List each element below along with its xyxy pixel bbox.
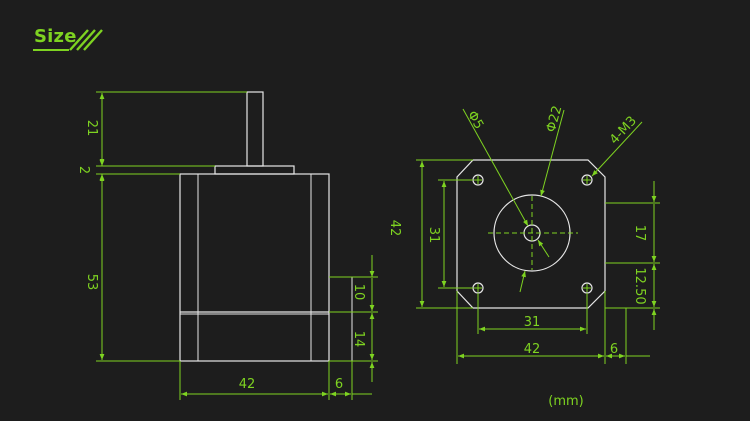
side-view: 21 2 53 10 14 42 6 (76, 91, 378, 400)
section-title: Size (34, 26, 77, 47)
label-connector-upper: 10 (351, 284, 366, 301)
label-hole-spacing-h: 31 (524, 315, 541, 330)
label-offset-upper: 17 (632, 225, 647, 242)
leader-phi5 (462, 108, 529, 227)
front-face-outline (456, 159, 606, 309)
units-label: (mm) (548, 394, 583, 409)
front-view: Φ5 Φ22 4-M3 42 31 31 42 6 17 12.50 (mm) (387, 104, 660, 409)
leader-phi22 (540, 109, 565, 197)
label-body-height: 42 (387, 220, 402, 237)
mounting-flange (214, 165, 295, 175)
label-body-length: 53 (84, 274, 99, 291)
label-hole-dia: Φ5 (464, 108, 486, 132)
label-hole-spacing-v: 31 (426, 227, 441, 244)
triple-slash-icon (69, 29, 103, 51)
label-boss-dia: Φ22 (544, 104, 565, 134)
mount-hole-tr (581, 174, 593, 186)
label-connector-depth: 6 (335, 377, 343, 392)
label-shaft-length: 21 (84, 120, 99, 137)
connector-block (328, 276, 353, 362)
label-front-depth: 6 (610, 342, 618, 357)
leader-4m3 (591, 121, 643, 177)
label-front-width: 42 (524, 342, 541, 357)
title-underline (33, 49, 69, 51)
motor-body-outline (179, 173, 330, 362)
label-flange: 2 (76, 166, 91, 174)
label-offset-lower: 12.50 (632, 267, 647, 304)
label-connector-lower: 14 (351, 331, 366, 348)
label-body-width: 42 (239, 377, 256, 392)
motor-shaft (246, 91, 264, 167)
